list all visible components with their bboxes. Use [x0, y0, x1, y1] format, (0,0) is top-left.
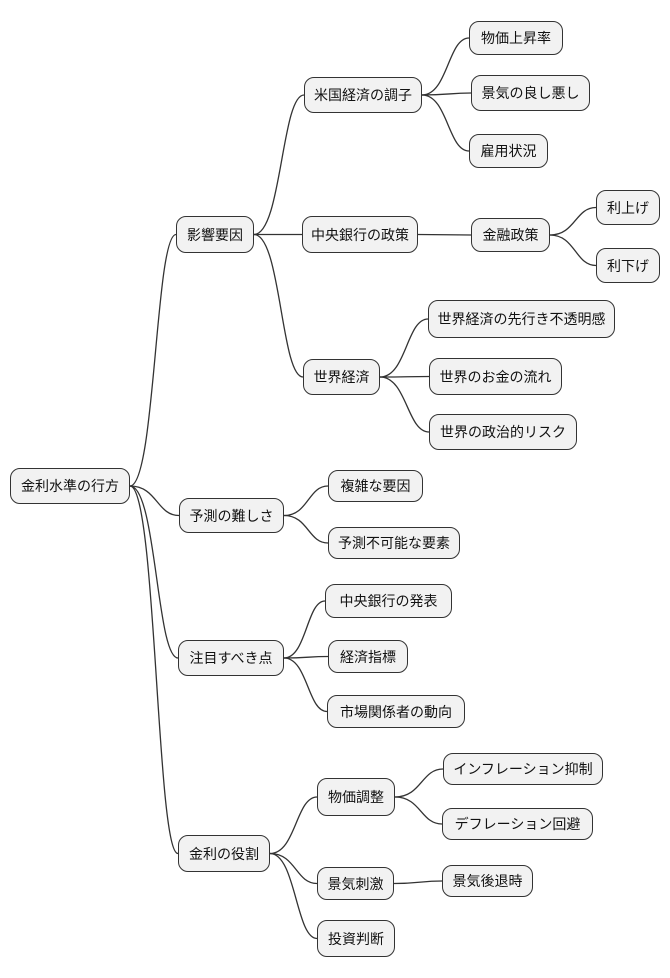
mindmap-node-label: 市場関係者の動向	[340, 703, 452, 720]
mindmap-edge	[379, 376, 430, 433]
mindmap-edge	[129, 485, 179, 659]
mindmap-node-label: 景気刺激	[327, 875, 384, 892]
mindmap-node-label: 物価調整	[328, 789, 384, 805]
mindmap-node-label: 雇用状況	[480, 143, 537, 159]
mindmap-node-label: 金利の役割	[189, 845, 259, 862]
mindmap-edge	[129, 233, 177, 487]
mindmap-node-label: 複雑な要因	[340, 478, 411, 494]
mindmap-edge	[129, 485, 179, 855]
mindmap-node: 米国経済の調子	[304, 77, 422, 113]
mindmap-node: 影響要因	[176, 216, 254, 253]
mindmap-node: 世界経済	[303, 359, 380, 395]
mindmap-edge	[283, 514, 329, 544]
mindmap-node: 中央銀行の政策	[302, 216, 418, 253]
mindmap-edge	[379, 375, 430, 378]
mindmap-edge	[421, 94, 470, 152]
mindmap-node: デフレーション回避	[442, 808, 593, 840]
mindmap-edge	[421, 37, 470, 96]
mindmap-edge	[269, 796, 318, 855]
mindmap-edge	[394, 768, 444, 798]
mindmap-node-label: 予測不可能な要素	[338, 535, 450, 551]
mindmap-node: 市場関係者の動向	[327, 695, 465, 728]
mindmap-node: インフレーション抑制	[443, 753, 603, 785]
mindmap-node: 物価上昇率	[469, 21, 563, 55]
mindmap-node-label: 利下げ	[607, 257, 649, 274]
mindmap-node-label: 物価上昇率	[481, 30, 551, 46]
mindmap-edge	[394, 796, 443, 825]
mindmap-node: 利下げ	[596, 248, 660, 283]
mindmap-node-label: デフレーション回避	[454, 816, 581, 832]
mindmap-node-label: 投資判断	[328, 930, 384, 947]
mindmap-edge	[283, 600, 326, 659]
mindmap-node-label: 米国経済の調子	[314, 87, 412, 103]
mindmap-edge	[549, 234, 597, 267]
mindmap-edge	[253, 94, 305, 236]
mindmap-node-label: 金融政策	[482, 227, 539, 243]
mindmap-edge	[283, 655, 329, 659]
mindmap-node: 金利水準の行方	[10, 468, 130, 504]
mindmap-node: 世界経済の先行き不透明感	[428, 300, 615, 338]
mindmap-node-label: 世界経済	[313, 369, 370, 385]
mindmap-node: 景気後退時	[442, 865, 533, 897]
mindmap-node: 投資判断	[317, 920, 395, 957]
mindmap-node-label: 影響要因	[187, 226, 243, 243]
mindmap-edge	[269, 852, 318, 885]
mindmap-node: 金融政策	[471, 218, 550, 252]
mindmap-node-label: 注目すべき点	[189, 650, 273, 666]
mindmap-node: 景気の良し悪し	[471, 75, 590, 111]
mindmap-node: 景気刺激	[317, 867, 394, 900]
mindmap-node: 物価調整	[317, 778, 395, 816]
mindmap-node: 雇用状況	[469, 134, 548, 168]
mindmap-edge	[283, 657, 328, 713]
mindmap-node: 経済指標	[328, 640, 408, 673]
mindmap-edge	[269, 852, 318, 940]
mindmap-node: 予測不可能な要素	[328, 527, 460, 559]
mindmap-node: 注目すべき点	[178, 640, 284, 676]
mindmap-node: 世界のお金の流れ	[429, 358, 562, 395]
mindmap-node-label: 金利水準の行方	[21, 478, 119, 494]
mindmap-edge	[379, 318, 429, 378]
mindmap-node-label: 利上げ	[607, 199, 649, 216]
mindmap-edge	[549, 206, 597, 236]
mindmap-node-label: 中央銀行の政策	[311, 226, 409, 243]
mindmap-node-label: 景気の良し悪し	[481, 85, 580, 101]
mindmap-node-label: 景気後退時	[452, 873, 523, 889]
mindmap-node-label: 予測の難しさ	[189, 507, 274, 524]
mindmap-node: 複雑な要因	[328, 470, 423, 502]
mindmap-node-label: 経済指標	[340, 648, 396, 665]
mindmap-node: 金利の役割	[178, 835, 270, 872]
mindmap-node-label: 世界の政治的リスク	[440, 424, 566, 440]
mindmap-node-label: インフレーション抑制	[453, 761, 593, 777]
mindmap-edge	[421, 92, 472, 96]
mindmap-node: 予測の難しさ	[179, 498, 284, 533]
mindmap-node-label: 世界経済の先行き不透明感	[437, 311, 606, 327]
mindmap-node: 世界の政治的リスク	[429, 414, 577, 450]
mindmap-edge	[253, 233, 304, 378]
mindmap-node-label: 中央銀行の発表	[339, 593, 438, 609]
mindmap-edge	[417, 233, 472, 236]
mindmap-edge	[129, 485, 180, 517]
mindmap-node: 利上げ	[596, 190, 660, 225]
mindmap-edge	[283, 485, 329, 517]
mindmap-edge	[393, 880, 443, 885]
mindmap-node-label: 世界のお金の流れ	[439, 368, 552, 385]
mindmap-node: 中央銀行の発表	[325, 584, 452, 618]
